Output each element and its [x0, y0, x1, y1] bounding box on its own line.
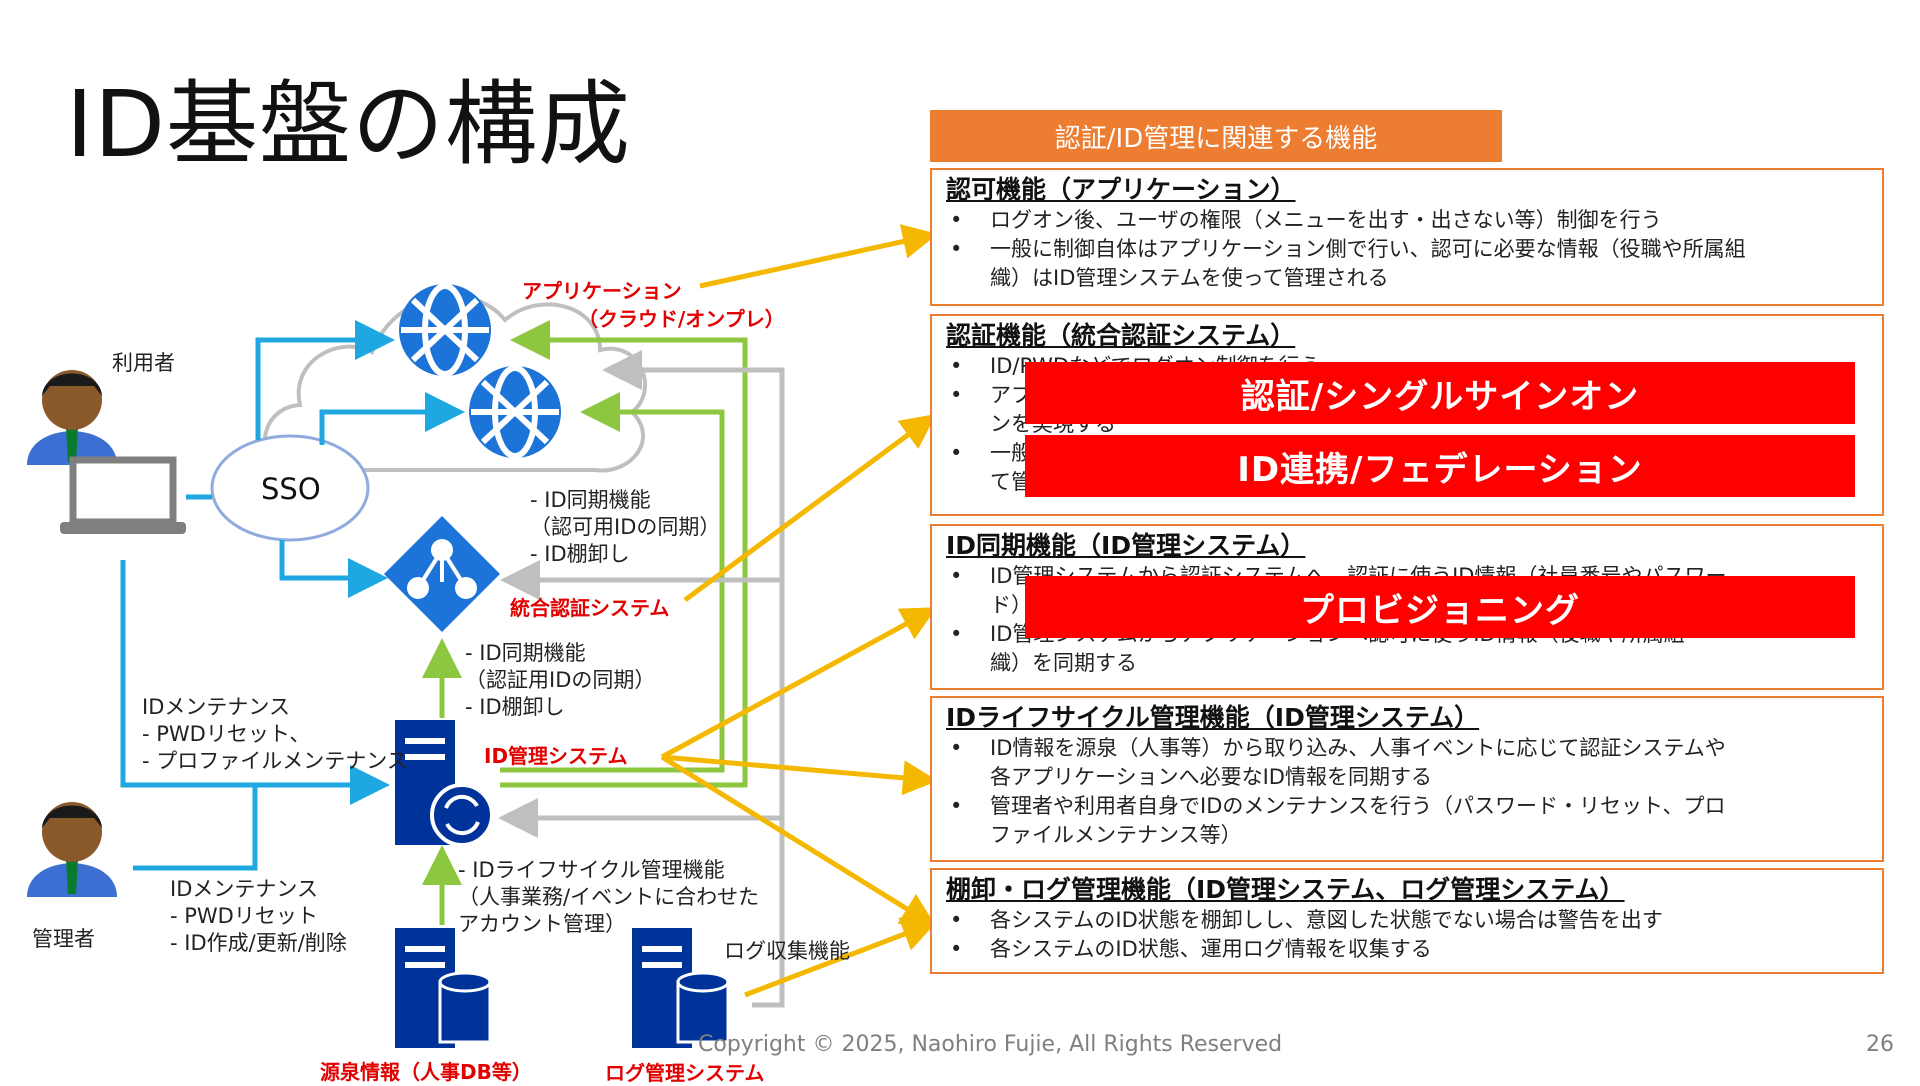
audit-log-function-box: 棚卸・ログ管理機能（ID管理システム、ログ管理システム） 各システムのID状態を…	[930, 868, 1884, 974]
sso-label: SSO	[261, 472, 321, 506]
admin-person-icon	[27, 802, 117, 897]
bullet-item: 各システムのID状態を棚卸しし、意図した状態でない場合は警告を出す	[946, 906, 1868, 935]
source-db-server-icon	[395, 928, 492, 1048]
idm-to-sync-arrow	[660, 607, 937, 760]
log-collect-line	[602, 350, 785, 1008]
admin-label: 管理者	[32, 927, 95, 951]
section-title: IDライフサイクル管理機能（ID管理システム）	[946, 703, 1480, 732]
bullet-item: 管理者や利用者自身でIDのメンテナンスを行う（パスワード・リセット、プロ ファイ…	[946, 792, 1868, 850]
auth-system-label: 統合認証システム	[510, 596, 670, 620]
bullet-item: 各システムのID状態、運用ログ情報を収集する	[946, 935, 1868, 964]
copyright-text: Copyright © 2025, Naohiro Fujie, All Rig…	[698, 1032, 1283, 1057]
id-management-label: ID管理システム	[484, 744, 628, 768]
id-lifecycle-function-box: IDライフサイクル管理機能（ID管理システム） ID情報を源泉（人事等）から取り…	[930, 696, 1884, 862]
lifecycle-note: - IDライフサイクル管理機能 （人事業務/イベントに合わせた アカウント管理）	[458, 858, 760, 936]
idm-to-audit-arrow	[660, 754, 937, 928]
log-collect-note: ログ収集機能	[724, 939, 850, 963]
log-system-label: ログ管理システム	[605, 1061, 765, 1085]
authorization-function-box: 認可機能（アプリケーション） ログオン後、ユーザの権限（メニューを出す・出さない…	[930, 168, 1884, 306]
section-title: ID同期機能（ID管理システム）	[946, 531, 1306, 560]
app-label-line2: （クラウド/オンプレ）	[578, 307, 785, 331]
sso-to-app2-line	[319, 392, 465, 445]
log-to-audit-arrow	[744, 917, 938, 998]
idm-to-app2-sync-line	[500, 392, 725, 773]
bullet-item: 一般に制御自体はアプリケーション側で行い、認可に必要な情報（役職や所属組 織）は…	[946, 235, 1868, 293]
id-management-server-icon	[395, 720, 494, 847]
section-title: 認可機能（アプリケーション）	[946, 175, 1296, 204]
sso-banner: 認証/シングルサインオン	[1025, 362, 1855, 424]
admin-maintenance-line	[133, 785, 258, 871]
log-server-icon	[632, 928, 730, 1048]
section-title: 棚卸・ログ管理機能（ID管理システム、ログ管理システム）	[946, 875, 1625, 904]
app-globe-icon	[399, 283, 491, 377]
section-title: 認証機能（統合認証システム）	[946, 321, 1296, 350]
sso-to-auth-line	[279, 540, 388, 598]
app-globe-icon	[469, 365, 561, 459]
idm-to-app1-sync-line	[500, 320, 748, 788]
admin-maintenance-note: IDメンテナンス - PWDリセット - ID作成/更新/削除	[170, 877, 347, 955]
user-maintenance-line	[120, 560, 390, 805]
auth-to-authn-arrow	[683, 414, 937, 603]
federation-banner: ID連携/フェデレーション	[1025, 435, 1855, 497]
user-maintenance-note: IDメンテナンス - PWDリセット、 - プロファイルメンテナンス	[142, 695, 408, 773]
source-info-label: 源泉情報（人事DB等）	[320, 1060, 532, 1084]
page-number: 26	[1866, 1032, 1894, 1057]
sso-ellipse	[210, 434, 370, 542]
sso-to-app1-line	[255, 320, 395, 440]
page-title: ID基盤の構成	[66, 71, 631, 178]
laptop-icon	[60, 456, 186, 534]
sync-upper-note: - ID同期機能 （認可用IDの同期） - ID棚卸し	[530, 488, 721, 566]
auth-system-icon	[384, 516, 500, 632]
bullet-item: ID情報を源泉（人事等）から取り込み、人事イベントに応じて認証システムや 各アプ…	[946, 734, 1868, 792]
category-header: 認証/ID管理に関連する機能	[930, 110, 1502, 162]
provisioning-banner: プロビジョニング	[1025, 576, 1855, 638]
app-label-line1: アプリケーション	[522, 279, 682, 303]
idm-to-lifecycle-arrow	[661, 754, 938, 796]
user-label: 利用者	[112, 351, 175, 375]
sync-lower-note: - ID同期機能 （認証用IDの同期） - ID棚卸し	[465, 641, 656, 719]
user-person-icon	[27, 370, 117, 465]
bullet-item: ログオン後、ユーザの権限（メニューを出す・出さない等）制御を行う	[946, 206, 1868, 235]
app-to-authz-arrow	[699, 224, 938, 289]
